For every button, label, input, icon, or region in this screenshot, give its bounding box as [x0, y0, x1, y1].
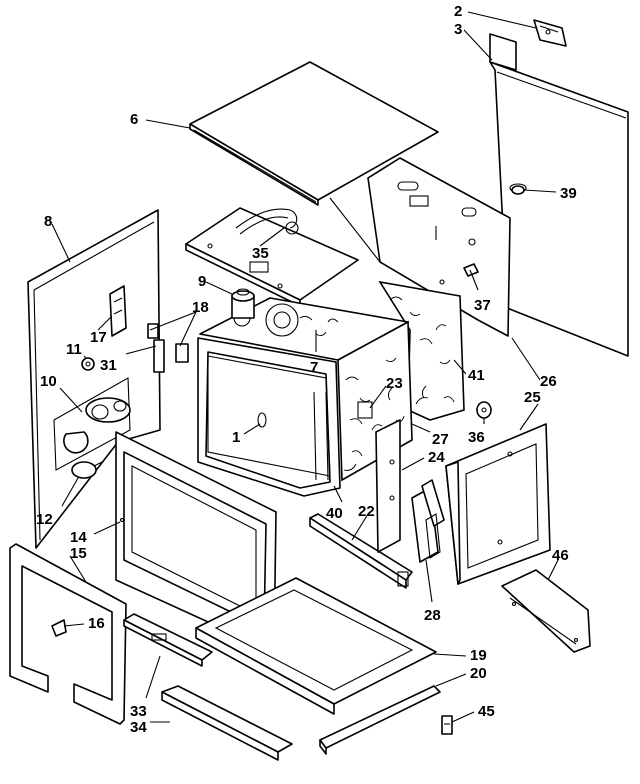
callout-8: 8 — [44, 213, 52, 230]
callout-11: 11 — [66, 341, 82, 358]
callout-27: 27 — [432, 431, 449, 448]
callout-19: 19 — [470, 647, 487, 664]
callouts: 2 3 6 39 8 35 9 18 17 37 11 31 7 23 41 2… — [36, 3, 577, 736]
part-left-side-panel — [27, 209, 161, 549]
part-vent-tube — [231, 288, 255, 319]
callout-12: 12 — [36, 511, 53, 528]
callout-17: 17 — [90, 329, 107, 346]
callout-2: 2 — [454, 3, 462, 20]
callout-6: 6 — [130, 111, 138, 128]
part-back-panel — [329, 157, 511, 337]
callout-18: 18 — [192, 299, 209, 316]
part-fitting-39 — [511, 185, 525, 195]
part-bracket-17 — [109, 285, 127, 337]
part-knob-11 — [81, 357, 95, 371]
callout-3: 3 — [454, 21, 462, 38]
part-hinge-36 — [476, 401, 492, 419]
part-bracket-37 — [463, 263, 479, 277]
leader-lines — [51, 11, 559, 723]
callout-7: 7 — [310, 359, 318, 376]
callout-9: 9 — [198, 273, 206, 290]
callout-46: 46 — [552, 547, 569, 564]
part-door-gasket — [9, 543, 127, 725]
callout-14: 14 — [70, 529, 87, 546]
callout-36: 36 — [468, 429, 485, 446]
callout-31: 31 — [100, 357, 117, 374]
part-top-panel — [189, 61, 439, 206]
part-panel-25 — [445, 423, 551, 585]
part-switch-assembly — [147, 323, 189, 373]
callout-33: 33 — [130, 703, 147, 720]
callout-34: 34 — [130, 719, 147, 736]
part-panel-46 — [501, 569, 591, 653]
callout-20: 20 — [470, 665, 487, 682]
part-bracket-22 — [309, 513, 413, 589]
part-tape-strip — [489, 33, 517, 71]
part-door-hinge-channel — [123, 613, 213, 667]
callout-25: 25 — [524, 389, 541, 406]
callout-24: 24 — [428, 449, 445, 466]
callout-39: 39 — [560, 185, 577, 202]
part-bulb-12 — [71, 461, 103, 479]
callout-35: 35 — [252, 245, 269, 262]
callout-26: 26 — [540, 373, 557, 390]
callout-41: 41 — [468, 367, 485, 384]
callout-1: 1 — [232, 429, 240, 446]
callout-22: 22 — [358, 503, 375, 520]
part-bracket-24 — [375, 419, 401, 553]
callout-23: 23 — [386, 375, 403, 392]
part-bottom-panel — [195, 577, 437, 715]
callout-37: 37 — [474, 297, 491, 314]
callout-16: 16 — [88, 615, 105, 632]
part-latch-28 — [411, 479, 445, 563]
part-top-plate-assembly — [185, 207, 359, 307]
part-rail-20 — [319, 685, 441, 755]
part-light-assembly — [53, 377, 131, 471]
part-front-rail-34 — [161, 685, 293, 761]
callout-45: 45 — [478, 703, 495, 720]
part-clip-16 — [51, 619, 67, 637]
callout-40: 40 — [326, 505, 343, 522]
part-right-side-panel — [489, 61, 629, 357]
callout-28: 28 — [424, 607, 441, 624]
callout-10: 10 — [40, 373, 57, 390]
callout-15: 15 — [70, 545, 87, 562]
part-clip-45 — [441, 715, 453, 735]
part-hinge-bracket — [533, 19, 567, 47]
